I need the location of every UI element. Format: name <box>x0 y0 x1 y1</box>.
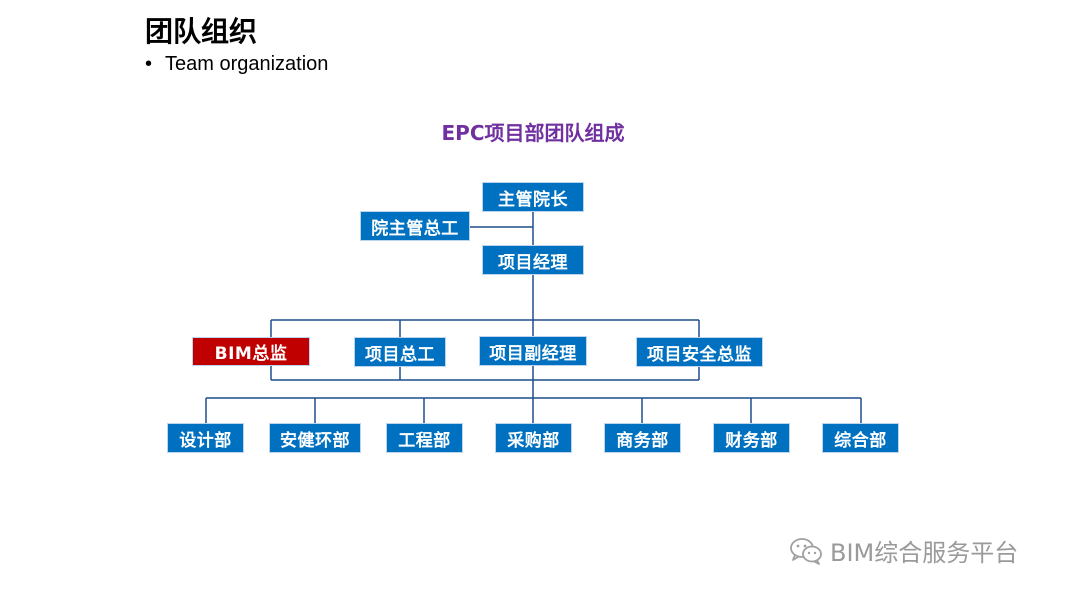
node-safety-director: 项目安全总监 <box>636 337 763 367</box>
node-business-dept: 商务部 <box>604 423 681 453</box>
watermark-text: BIM综合服务平台 <box>830 539 1019 567</box>
slide-title: 团队组织 <box>145 15 258 48</box>
node-project-chief-engineer: 项目总工 <box>354 337 446 367</box>
node-safety-env-dept: 安健环部 <box>269 423 361 453</box>
node-procurement-dept: 采购部 <box>495 423 572 453</box>
watermark: BIM综合服务平台 <box>788 533 1018 568</box>
node-general-dept: 综合部 <box>822 423 899 453</box>
node-president: 主管院长 <box>482 182 584 212</box>
bullet-point: • <box>145 53 153 75</box>
node-design-dept: 设计部 <box>167 423 244 453</box>
wechat-icon <box>790 537 822 565</box>
slide-subtitle: • Team organization <box>145 52 328 76</box>
node-bim-director: BIM总监 <box>192 337 310 366</box>
node-engineering-dept: 工程部 <box>386 423 463 453</box>
node-finance-dept: 财务部 <box>713 423 790 453</box>
node-deputy-manager: 项目副经理 <box>479 336 587 366</box>
node-chief-engineer: 院主管总工 <box>360 211 470 241</box>
node-project-manager: 项目经理 <box>482 245 584 275</box>
diagram-title: EPC项目部团队组成 <box>441 121 625 145</box>
subtitle-text: Team organization <box>165 53 329 75</box>
